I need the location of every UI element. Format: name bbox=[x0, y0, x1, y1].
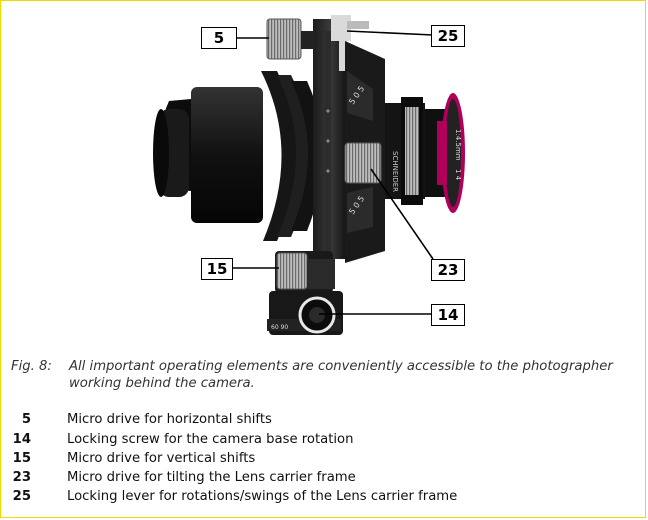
caption-label: Fig. 8: bbox=[11, 359, 52, 374]
camera-standard bbox=[313, 19, 347, 259]
callout-15: 15 bbox=[201, 258, 233, 280]
caption-text: All important operating elements are con… bbox=[69, 359, 613, 391]
camera-base: 60 90 bbox=[267, 251, 343, 335]
camera-illustration: 5 0 5 5 0 5 SCHNEIDER 1:4.5mm 1 4 bbox=[153, 15, 465, 335]
legend-item: 5 Micro drive for horizontal shifts bbox=[1, 412, 648, 430]
legend-number: 25 bbox=[12, 489, 31, 504]
legend-description: Micro drive for vertical shifts bbox=[67, 451, 256, 466]
svg-text:1 4: 1 4 bbox=[454, 169, 462, 181]
legend-item: 14 Locking screw for the camera base rot… bbox=[1, 432, 648, 450]
callout-25: 25 bbox=[431, 25, 465, 47]
legend-item: 15 Micro drive for vertical shifts bbox=[1, 451, 648, 469]
legend-description: Micro drive for horizontal shifts bbox=[67, 412, 272, 427]
svg-text:1:4.5mm: 1:4.5mm bbox=[454, 129, 462, 161]
callout-5: 5 bbox=[201, 27, 237, 49]
legend-description: Locking screw for the camera base rotati… bbox=[67, 432, 354, 447]
camera-figure: 5 0 5 5 0 5 SCHNEIDER 1:4.5mm 1 4 bbox=[1, 1, 648, 346]
micro-drive-tilt-knob bbox=[344, 142, 382, 184]
legend-item: 23 Micro drive for tilting the Lens carr… bbox=[1, 470, 648, 488]
legend-description: Locking lever for rotations/swings of th… bbox=[67, 489, 458, 504]
lens: SCHNEIDER 1:4.5mm 1 4 bbox=[385, 93, 465, 213]
legend-number: 15 bbox=[12, 451, 31, 466]
locking-lever bbox=[331, 15, 369, 41]
viewing-hood bbox=[153, 71, 323, 241]
svg-text:60 90: 60 90 bbox=[271, 324, 288, 331]
micro-drive-horizontal-knob bbox=[266, 18, 315, 60]
svg-text:SCHNEIDER: SCHNEIDER bbox=[391, 151, 399, 192]
leader-lines bbox=[233, 30, 434, 315]
callout-23: 23 bbox=[431, 259, 465, 281]
legend-number: 5 bbox=[21, 412, 31, 427]
legend-description: Micro drive for tilting the Lens carrier… bbox=[67, 470, 356, 485]
callout-14: 14 bbox=[431, 304, 465, 326]
legend-item: 25 Locking lever for rotations/swings of… bbox=[1, 489, 648, 507]
legend-number: 23 bbox=[12, 470, 31, 485]
legend-number: 14 bbox=[12, 432, 31, 447]
